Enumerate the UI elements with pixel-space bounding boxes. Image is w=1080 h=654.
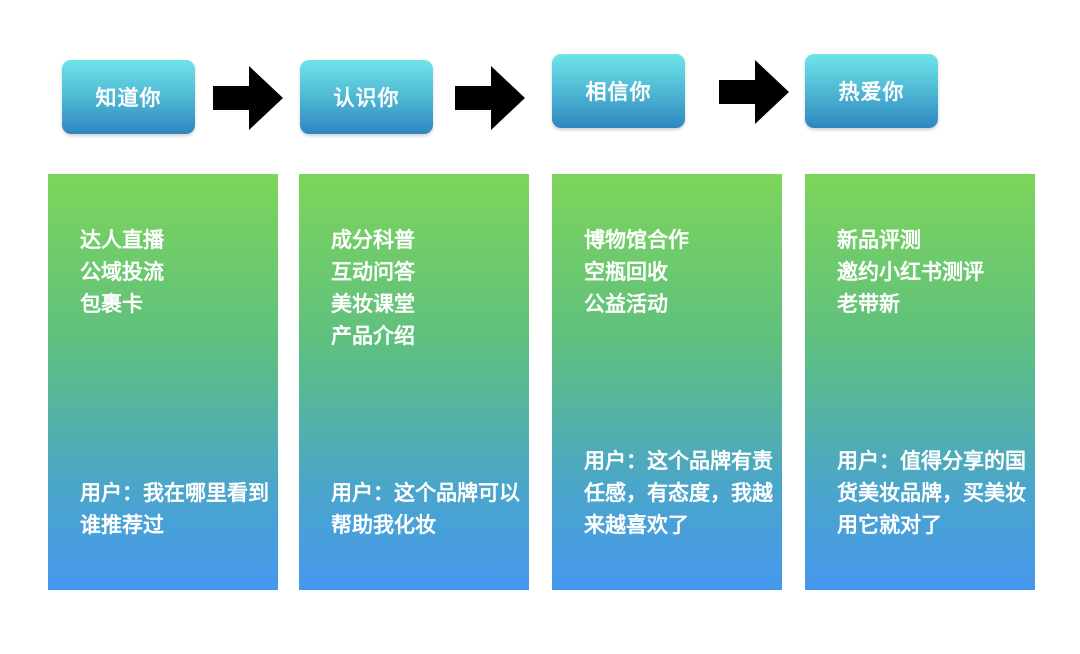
user-quote: 用户：值得分享的国货美妆品牌，买美妆用它就对了 bbox=[837, 449, 1026, 537]
tactic-item: 博物馆合作 bbox=[584, 228, 689, 252]
column-understand-you: 成分科普 互动问答 美妆课堂 产品介绍 用户：这个品牌可以帮助我化妆 bbox=[299, 174, 529, 590]
column-trust-you: 博物馆合作 空瓶回收 公益活动 用户：这个品牌有责任感，有态度，我越来越喜欢了 bbox=[552, 174, 782, 590]
tactic-item: 公域投流 bbox=[80, 260, 164, 284]
tactic-list: 博物馆合作 空瓶回收 公益活动 bbox=[584, 224, 689, 320]
user-quote: 用户：这个品牌有责任感，有态度，我越来越喜欢了 bbox=[584, 449, 773, 537]
tactic-item: 老带新 bbox=[837, 292, 900, 316]
tactic-item: 邀约小红书测评 bbox=[837, 260, 984, 284]
arrow-right-icon bbox=[213, 66, 283, 130]
tactic-item: 达人直播 bbox=[80, 228, 164, 252]
user-quote: 用户：我在哪里看到谁推荐过 bbox=[80, 481, 269, 537]
tactic-item: 新品评测 bbox=[837, 228, 921, 252]
tactic-item: 公益活动 bbox=[584, 292, 668, 316]
tactic-list: 新品评测 邀约小红书测评 老带新 bbox=[837, 224, 984, 320]
tactic-item: 成分科普 bbox=[331, 228, 415, 252]
tactic-item: 空瓶回收 bbox=[584, 260, 668, 284]
tactic-item: 包裹卡 bbox=[80, 292, 143, 316]
tactic-list: 成分科普 互动问答 美妆课堂 产品介绍 bbox=[331, 224, 415, 352]
tactic-item: 产品介绍 bbox=[331, 324, 415, 348]
tactic-list: 达人直播 公域投流 包裹卡 bbox=[80, 224, 164, 320]
tactic-item: 互动问答 bbox=[331, 260, 415, 284]
stage-know-you: 知道你 bbox=[62, 60, 195, 134]
column-know-you: 达人直播 公域投流 包裹卡 用户：我在哪里看到谁推荐过 bbox=[48, 174, 278, 590]
column-love-you: 新品评测 邀约小红书测评 老带新 用户：值得分享的国货美妆品牌，买美妆用它就对了 bbox=[805, 174, 1035, 590]
stage-understand-you: 认识你 bbox=[300, 60, 433, 134]
arrow-right-icon bbox=[719, 60, 789, 124]
arrow-right-icon bbox=[455, 66, 525, 130]
stage-love-you: 热爱你 bbox=[805, 54, 938, 128]
user-quote: 用户：这个品牌可以帮助我化妆 bbox=[331, 481, 520, 537]
stage-trust-you: 相信你 bbox=[552, 54, 685, 128]
tactic-item: 美妆课堂 bbox=[331, 292, 415, 316]
